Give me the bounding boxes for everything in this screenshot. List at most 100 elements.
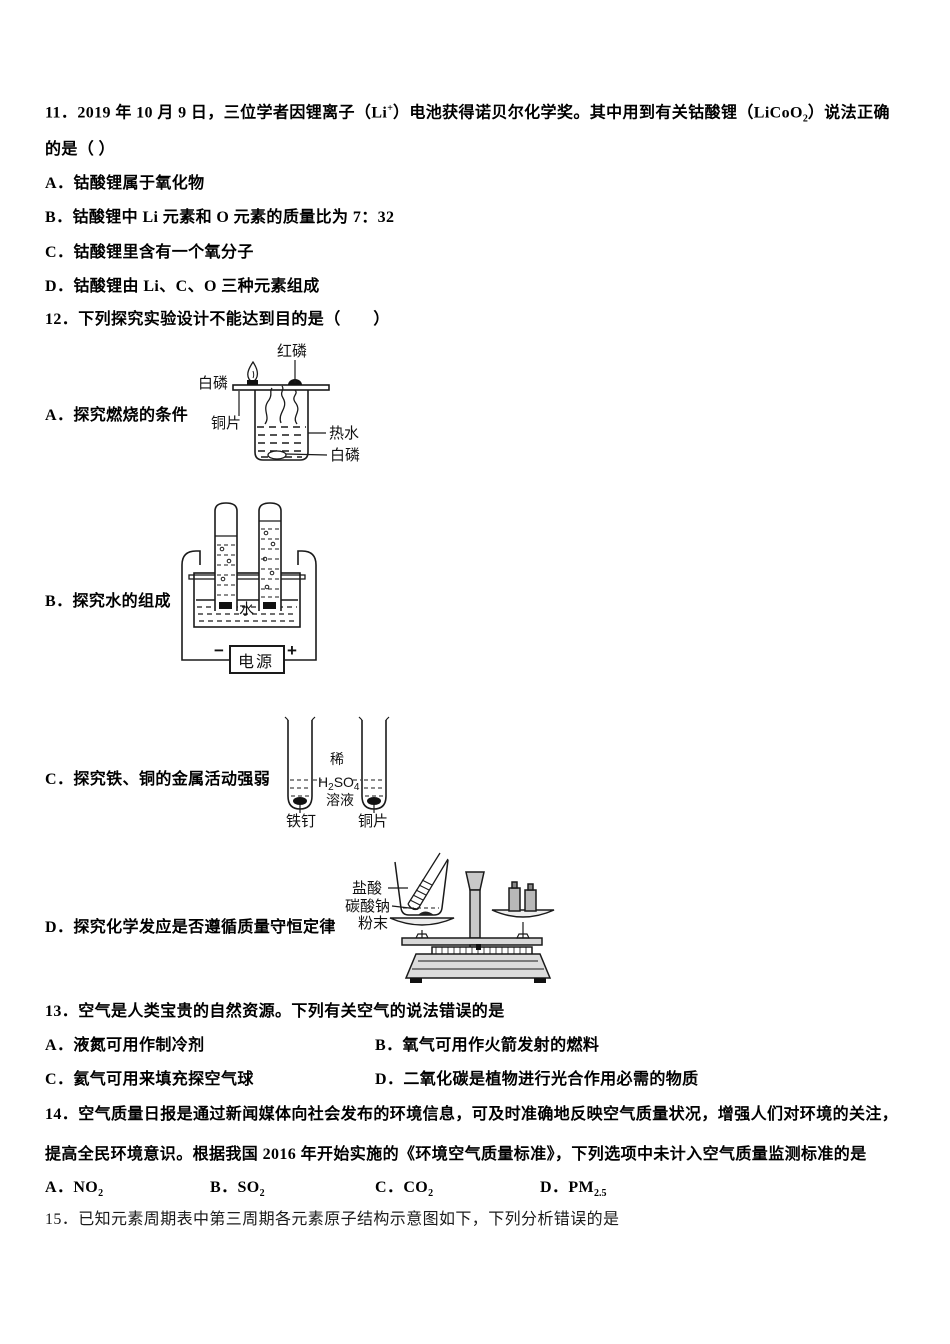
white-phosphorus-bottom-label: 白磷 bbox=[330, 447, 360, 464]
q14-option-c-sub: 2 bbox=[428, 1188, 434, 1200]
fume-squiggles bbox=[264, 385, 299, 425]
q12-option-c-label: C．探究铁、铜的金属活动强弱 bbox=[45, 771, 271, 788]
tube-left-rim bbox=[284, 716, 316, 721]
q14-option-a-text: A．NO bbox=[45, 1179, 99, 1196]
test-tube-right bbox=[258, 502, 282, 611]
powder-label: 粉末 bbox=[358, 915, 388, 932]
trough bbox=[193, 572, 301, 628]
foot-left bbox=[410, 978, 422, 983]
power-supply-label: 电源 bbox=[238, 653, 274, 671]
q12-stem: 12．下列探究实验设计不能达到目的是（ ） bbox=[45, 311, 390, 328]
foot-right bbox=[534, 978, 546, 983]
h2so4-formula: H2SO4 bbox=[318, 774, 360, 793]
q11-stem-line2: 的是（ ） bbox=[45, 141, 116, 158]
formula-h: H bbox=[318, 774, 328, 790]
acid-left-dashes bbox=[290, 779, 310, 797]
q13-option-b: B．氧气可用作火箭发射的燃料 bbox=[375, 1037, 600, 1054]
tube-liquid-hatch bbox=[409, 879, 433, 906]
tube-holder-bar bbox=[188, 574, 306, 580]
formula-so: SO bbox=[334, 774, 354, 790]
tube-left-liquid bbox=[217, 544, 235, 596]
dilute-label: 稀 bbox=[330, 751, 344, 767]
formula-sub2: 2 bbox=[328, 782, 334, 793]
test-tube-left bbox=[214, 502, 238, 611]
rider-weight bbox=[476, 944, 481, 950]
wire-left bbox=[181, 550, 230, 661]
iron-nail-label: 铁钉 bbox=[286, 813, 316, 830]
q14-option-b-sub: 2 bbox=[259, 1188, 265, 1200]
q13-option-d: D．二氧化碳是植物进行光合作用必需的物质 bbox=[375, 1071, 699, 1088]
white-phosphorus-bottom-lump bbox=[267, 450, 287, 460]
balance-right-pan bbox=[491, 909, 555, 918]
minus-terminal: − bbox=[214, 641, 224, 660]
q13-option-a: A．液氮可用作制冷剂 bbox=[45, 1037, 205, 1054]
water-label: 水 bbox=[239, 601, 254, 618]
weight-1-knob bbox=[511, 881, 518, 889]
q14-option-a-sub: 2 bbox=[98, 1188, 104, 1200]
left-pan-stem bbox=[415, 930, 429, 939]
burning-phosphorus-base bbox=[247, 380, 258, 385]
copper-piece-lump bbox=[367, 797, 381, 805]
right-pan-stem bbox=[516, 922, 530, 939]
q13-stem: 13．空气是人类宝贵的自然资源。下列有关空气的说法错误的是 bbox=[45, 1003, 505, 1020]
q14-option-b-text: B．SO bbox=[210, 1179, 260, 1196]
balance-left-pan bbox=[389, 917, 455, 926]
flame-icon bbox=[247, 360, 259, 382]
bubbles-right bbox=[262, 530, 276, 590]
white-phosphorus-top-label: 白磷 bbox=[198, 375, 228, 392]
tilted-tube-hcl bbox=[407, 852, 449, 911]
hot-water-dashes bbox=[257, 426, 306, 458]
q11-option-c: C．钴酸锂里含有一个氧分子 bbox=[45, 244, 254, 261]
solution-label: 溶液 bbox=[326, 792, 354, 808]
hcl-label: 盐酸 bbox=[352, 880, 382, 897]
beam bbox=[401, 937, 543, 946]
q12-option-a-label: A．探究燃烧的条件 bbox=[45, 407, 189, 424]
electrode-right bbox=[263, 602, 276, 609]
copper-piece-label: 铜片 bbox=[358, 813, 388, 830]
q14-stem-line2: 提高全民环境意识。根据我国 2016 年开始实施的《环境空气质量标准》，下列选项… bbox=[45, 1146, 867, 1163]
pillar bbox=[469, 889, 481, 939]
white-phosphorus-bottom-leader bbox=[285, 453, 328, 456]
q11-option-a: A．钴酸锂属于氧化物 bbox=[45, 175, 205, 192]
plus-terminal: + bbox=[287, 641, 297, 660]
q11-stem-part1: 11．2019 年 10 月 9 日，三位学者因锂离子（Li bbox=[45, 104, 388, 122]
q11-li-superscript: + bbox=[387, 103, 393, 114]
q11-option-d: D．钴酸锂由 Li、C、O 三种元素组成 bbox=[45, 278, 320, 295]
q14-option-a: A．NO2 bbox=[45, 1178, 103, 1201]
q14-option-c-text: C．CO bbox=[375, 1179, 429, 1196]
tube-right-rim bbox=[358, 716, 390, 721]
formula-sub4: 4 bbox=[354, 782, 360, 793]
weight-2-knob bbox=[527, 883, 534, 891]
q13-option-c: C．氦气可用来填充探空气球 bbox=[45, 1071, 254, 1088]
beaker-outline bbox=[254, 390, 309, 461]
copper-sheet bbox=[232, 384, 330, 391]
weight-1 bbox=[508, 887, 521, 912]
q12-option-b-label: B．探究水的组成 bbox=[45, 593, 171, 610]
powder-pile bbox=[418, 911, 434, 915]
q11-stem-part2: ）电池获得诺贝尔化学奖。其中用到有关钴酸锂（LiCoO bbox=[392, 104, 803, 122]
q14-option-d-sub: 2.5 bbox=[594, 1188, 607, 1200]
water-electrolysis-diagram: 水 电源 − + bbox=[181, 502, 317, 674]
q11-stem-part3: ）说法正确 bbox=[807, 104, 890, 122]
na2co3-label: 碳酸钠 bbox=[345, 898, 390, 915]
mass-conservation-diagram: 盐酸 碳酸钠 粉末 bbox=[345, 852, 555, 983]
copper-sheet-label: 铜片 bbox=[211, 415, 241, 432]
q14-option-d-text: D．PM bbox=[540, 1179, 595, 1196]
pillar-top bbox=[465, 871, 485, 891]
hot-water-label: 热水 bbox=[329, 425, 359, 442]
acid-right-dashes bbox=[364, 779, 384, 797]
bubbles-left bbox=[219, 546, 232, 582]
q14-stem-line1: 14．空气质量日报是通过新闻媒体向社会发布的环境信息，可及时准确地反映空气质量状… bbox=[45, 1106, 899, 1123]
q14-option-c: C．CO2 bbox=[375, 1178, 433, 1201]
red-phosphorus-label: 红磷 bbox=[277, 343, 307, 360]
weight-2 bbox=[524, 889, 537, 912]
q11-stem-line1: 11．2019 年 10 月 9 日，三位学者因锂离子（Li+）电池获得诺贝尔化… bbox=[45, 103, 890, 126]
electrode-left bbox=[219, 602, 232, 609]
balance-base bbox=[404, 953, 552, 979]
tube-right-liquid bbox=[261, 528, 279, 598]
q12-option-d-label: D．探究化学发应是否遵循质量守恒定律 bbox=[45, 919, 336, 936]
power-supply-box bbox=[229, 645, 285, 674]
iron-nail-lump bbox=[293, 797, 307, 805]
q14-option-d: D．PM2.5 bbox=[540, 1178, 607, 1201]
